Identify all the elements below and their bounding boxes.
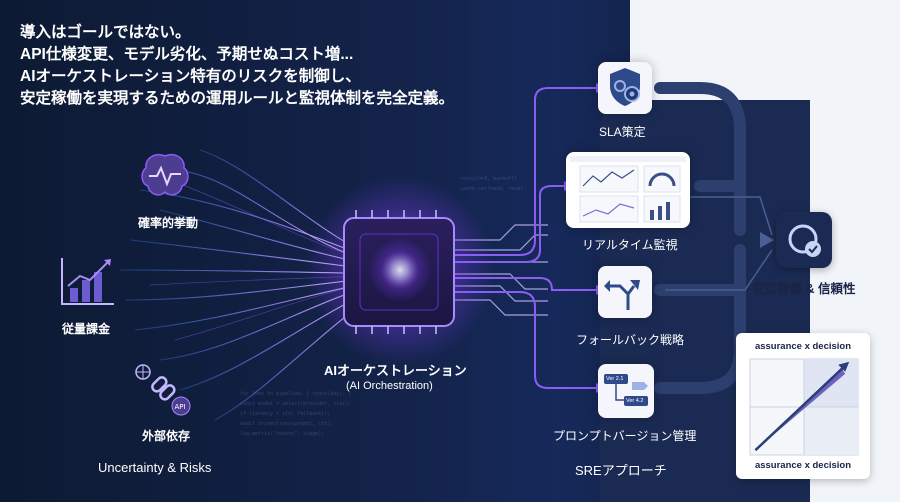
headline-line: AIオーケストレーション特有のリスクを制御し、 [20,68,361,85]
version-tag: Ver 4.2 [626,398,644,404]
chart-quadrant [804,407,858,455]
svg-text:retry(n=3, backoff): retry(n=3, backoff) [460,176,517,182]
risk-label-usage-billing: 従量課金 [62,322,111,336]
svg-text:cache.set(hash, resp): cache.set(hash, resp) [460,186,523,192]
sre-label-versioning: プロンプトバージョン管理 [553,429,697,443]
dashboard-icon [570,156,686,223]
bar-chart-icon [61,258,114,305]
brain-icon [141,154,189,196]
risks-section-label: Uncertainty & Risks [98,460,212,475]
sre-label-monitoring: リアルタイム監視 [582,238,678,252]
svg-text:API: API [175,403,186,411]
risk-label-external-dependency: 外部依存 [142,429,191,443]
fallback-card [598,266,652,318]
svg-text:const model = select(provider,: const model = select(provider, tier); [240,401,351,407]
fork-arrow-icon [604,280,640,310]
center-subtitle: (AI Orchestration) [346,380,433,392]
svg-text:log.metric("tokens", usage);: log.metric("tokens", usage); [240,431,324,437]
version-tag: Ver 2.1 [606,376,624,382]
svg-text:if (latency > slo) fallback();: if (latency > slo) fallback(); [240,411,330,417]
center-title: AIオーケストレーション [324,363,467,378]
headline-line: 安定稼働を実現するための運用ルールと監視体制を完全定義。 [20,90,455,107]
headline: 導入はゴールではない。 API仕様変更、モデル劣化、予期せぬコスト増... AI… [20,22,454,110]
dashboard-card [566,152,690,228]
sre-section-label: SREアプローチ [575,463,667,478]
shield-gear-icon [610,68,640,106]
sre-flow-arrows [455,87,596,389]
sre-label-fallback: フォールバック戦略 [576,333,685,347]
sla-card [598,62,652,114]
chart-title: assurance x decision [754,341,852,352]
chart-xlabel: assurance x decision [754,460,852,471]
outcome-badge [776,212,832,268]
sre-label-sla: SLA策定 [599,125,646,139]
risk-label-probabilistic: 確率的挙動 [138,216,199,230]
chart-arrowhead [838,361,850,372]
svg-text:for (key in pipeline) { route(: for (key in pipeline) { route(key); } [240,391,351,397]
assurance-chart-card: assurance x decision assurance x decisio… [736,333,870,479]
chart-trend-line [754,362,849,452]
outcome-label: 安定稼働 & 信頼性 [752,282,856,296]
svg-text:await orchestrate(prompt, ctx): await orchestrate(prompt, ctx); [240,421,333,427]
check-shield-icon [788,224,821,257]
code-texture: for (key in pipeline) { route(key); } co… [240,176,523,437]
version-icon [604,374,648,406]
version-card [598,364,654,418]
chart-plot [749,358,859,456]
headline-line: 導入はゴールではない。 [20,24,191,41]
api-link-icon: API [135,364,191,416]
headline-line: API仕様変更、モデル劣化、予期せぬコスト増... [20,46,354,63]
